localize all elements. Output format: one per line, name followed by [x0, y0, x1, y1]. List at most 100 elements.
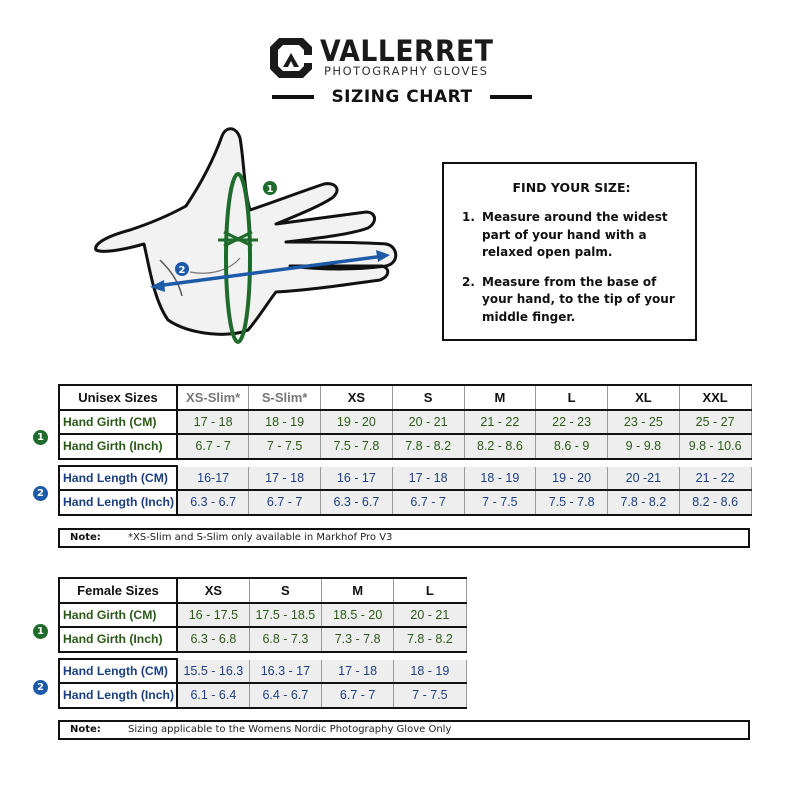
size-column-header: XS — [176, 577, 250, 604]
table-row: Hand Length (CM) 16-17 17 - 18 16 - 17 1… — [58, 464, 752, 491]
brand-logo: VALLERRET PHOTOGRAPHY GLOVES — [268, 36, 528, 80]
length-row-badge: 2 — [33, 680, 48, 695]
page-title: SIZING CHART — [331, 87, 473, 107]
brand-subtitle: PHOTOGRAPHY GLOVES — [324, 64, 489, 78]
table-cell: 21 - 22 — [463, 408, 537, 435]
size-column-header: XXL — [678, 384, 752, 411]
title-rule-left — [272, 95, 314, 99]
row-label: Hand Girth (CM) — [58, 601, 178, 628]
spacer-cell — [177, 458, 751, 466]
note-text: *XS-Slim and S-Slim only available in Ma… — [128, 532, 393, 543]
table-cell: 15.5 - 16.3 — [176, 657, 250, 684]
table-cell: 23 - 25 — [607, 408, 680, 435]
row-label: Hand Length (CM) — [58, 657, 178, 684]
table-cell: 7 - 7.5 — [393, 682, 467, 709]
table-cell: 17 - 18 — [248, 464, 321, 491]
table-row: Hand Length (Inch) 6.3 - 6.7 6.7 - 7 6.3… — [58, 489, 752, 516]
table-cell: 7.8 - 8.2 — [391, 433, 465, 460]
hand-measurement-illustration: 1 2 — [94, 127, 398, 344]
instructions-title: FIND YOUR SIZE: — [512, 180, 631, 195]
girth-row-badge: 1 — [33, 624, 48, 639]
table-title: Female Sizes — [58, 577, 178, 604]
table-cell: 6.3 - 6.7 — [176, 489, 250, 516]
table-cell: 7.8 - 8.2 — [607, 489, 680, 516]
table-cell: 22 - 23 — [535, 408, 608, 435]
table-cell: 17 - 18 — [176, 408, 250, 435]
spacer-cell — [59, 651, 177, 659]
table-spacer-row — [59, 458, 751, 466]
table-cell: 19 - 20 — [535, 464, 608, 491]
table-cell: 20 - 21 — [391, 408, 465, 435]
table-row: Hand Girth (CM) 16 - 17.5 17.5 - 18.5 18… — [58, 601, 467, 628]
hand-outline — [94, 127, 398, 336]
length-measure-arrow — [155, 254, 385, 288]
size-column-header: S — [391, 384, 465, 411]
size-column-header: S — [248, 577, 323, 604]
spacer-cell — [59, 458, 177, 466]
table-cell: 17 - 18 — [320, 657, 395, 684]
table-cell: 6.3 - 6.8 — [176, 626, 250, 653]
girth-measure-loop — [224, 172, 252, 344]
row-label: Hand Girth (Inch) — [58, 433, 178, 460]
size-column-header: S-Slim* — [248, 384, 321, 411]
table-cell: 6.1 - 6.4 — [176, 682, 250, 709]
palm-crease — [189, 257, 241, 274]
table-cell: 20 -21 — [607, 464, 680, 491]
size-column-header: M — [463, 384, 537, 411]
note-label: Note: — [70, 724, 101, 735]
table-cell: 6.7 - 7 — [320, 682, 395, 709]
unisex-size-table: Unisex Sizes XS-Slim* S-Slim* XS S M L X… — [58, 384, 752, 516]
table-cell: 21 - 22 — [678, 464, 752, 491]
female-note: Note: Sizing applicable to the Womens No… — [58, 720, 750, 740]
length-arrow-head-right — [376, 250, 390, 262]
size-column-header: XS-Slim* — [176, 384, 250, 411]
table-row: Hand Length (CM) 15.5 - 16.3 16.3 - 17 1… — [58, 657, 467, 684]
girth-marker-number: 1 — [267, 184, 274, 195]
row-label: Hand Length (Inch) — [58, 682, 178, 709]
female-size-table: Female Sizes XS S M L Hand Girth (CM) 16… — [58, 577, 467, 709]
step-number: 1. — [462, 210, 475, 224]
table-cell: 18 - 19 — [248, 408, 321, 435]
spacer-cell — [177, 651, 466, 659]
table-cell: 16.3 - 17 — [248, 657, 323, 684]
table-cell: 8.6 - 9 — [535, 433, 608, 460]
step-number: 2. — [462, 274, 475, 289]
palm-crease — [159, 259, 183, 297]
girth-marker-badge — [263, 181, 277, 195]
table-row: Hand Length (Inch) 6.1 - 6.4 6.4 - 6.7 6… — [58, 682, 467, 709]
table-cell: 18 - 19 — [463, 464, 537, 491]
length-arrow-head-left — [150, 280, 165, 292]
table-cell: 6.7 - 7 — [391, 489, 465, 516]
table-cell: 9.8 - 10.6 — [678, 433, 752, 460]
table-cell: 7 - 7.5 — [248, 433, 321, 460]
size-column-header: XL — [607, 384, 680, 411]
step-text: Measure from the base of your hand, to t… — [482, 274, 675, 324]
table-cell: 6.4 - 6.7 — [248, 682, 323, 709]
note-label: Note: — [70, 532, 101, 543]
table-cell: 16 - 17 — [320, 464, 393, 491]
instruction-step: 2. Measure from the base of your hand, t… — [462, 274, 681, 327]
table-cell: 6.7 - 7 — [248, 489, 321, 516]
table-cell: 7.5 - 7.8 — [320, 433, 393, 460]
table-cell: 7 - 7.5 — [463, 489, 537, 516]
note-text: Sizing applicable to the Womens Nordic P… — [128, 724, 452, 735]
table-cell: 9 - 9.8 — [607, 433, 680, 460]
row-label: Hand Girth (CM) — [58, 408, 178, 435]
size-header-row: Unisex Sizes XS-Slim* S-Slim* XS S M L X… — [58, 384, 752, 411]
table-cell: 7.3 - 7.8 — [320, 626, 395, 653]
size-column-header: XS — [320, 384, 393, 411]
size-column-header: L — [393, 577, 467, 604]
table-cell: 16 - 17.5 — [176, 601, 250, 628]
table-cell: 8.2 - 8.6 — [678, 489, 752, 516]
table-cell: 25 - 27 — [678, 408, 752, 435]
table-cell: 20 - 21 — [393, 601, 467, 628]
brand-name: VALLERRET — [320, 34, 494, 68]
length-marker-number: 2 — [179, 265, 186, 276]
size-column-header: L — [535, 384, 608, 411]
table-cell: 7.8 - 8.2 — [393, 626, 467, 653]
chart-title-row: SIZING CHART — [272, 86, 532, 108]
table-cell: 18 - 19 — [393, 657, 467, 684]
row-label: Hand Girth (Inch) — [58, 626, 178, 653]
table-cell: 6.8 - 7.3 — [248, 626, 323, 653]
table-cell: 6.7 - 7 — [176, 433, 250, 460]
